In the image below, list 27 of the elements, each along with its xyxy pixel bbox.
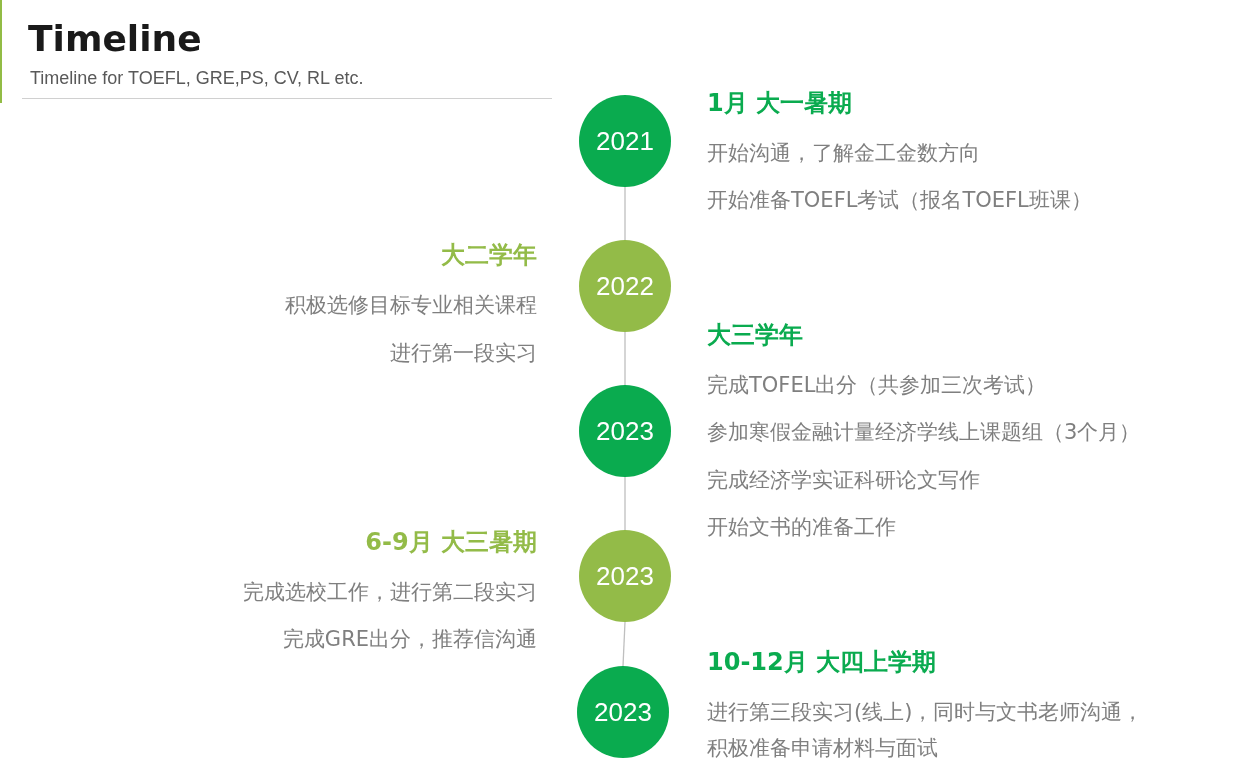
event-text: 进行第三段实习(线上)，同时与文书老师沟通，积极准备申请材料与面试: [707, 699, 1145, 762]
year-circle: 2023: [577, 666, 669, 758]
event-text: 开始准备TOEFL考试（报名TOEFL班课）: [707, 187, 1092, 214]
period-heading: 大三学年: [707, 320, 803, 350]
event-text: 完成经济学实证科研论文写作: [707, 467, 980, 494]
connector-line: [624, 476, 626, 531]
event-text: 参加寒假金融计量经济学线上课题组（3个月）: [707, 419, 1141, 446]
connector-line: [624, 186, 626, 241]
connector-line: [624, 331, 626, 386]
event-text: 开始沟通，了解金工金数方向: [707, 140, 980, 167]
event-text: 完成TOFEL出分（共参加三次考试）: [707, 372, 1047, 399]
event-text: 完成GRE出分，推荐信沟通: [282, 626, 537, 653]
connector-line: [622, 621, 626, 667]
event-text: 完成选校工作，进行第二段实习: [243, 579, 537, 606]
event-text: 开始文书的准备工作: [707, 514, 896, 541]
event-text: 积极选修目标专业相关课程: [285, 292, 537, 319]
title: Timeline: [28, 18, 202, 60]
event-text: 进行第一段实习: [390, 340, 537, 367]
period-heading: 1月 大一暑期: [707, 88, 853, 118]
period-heading: 6-9月 大三暑期: [365, 527, 537, 557]
year-circle: 2023: [579, 530, 671, 622]
subtitle: Timeline for TOEFL, GRE,PS, CV, RL etc.: [30, 68, 364, 89]
period-heading: 大二学年: [441, 240, 537, 270]
year-circle: 2023: [579, 385, 671, 477]
year-circle: 2022: [579, 240, 671, 332]
year-circle: 2021: [579, 95, 671, 187]
period-heading: 10-12月 大四上学期: [707, 647, 937, 677]
